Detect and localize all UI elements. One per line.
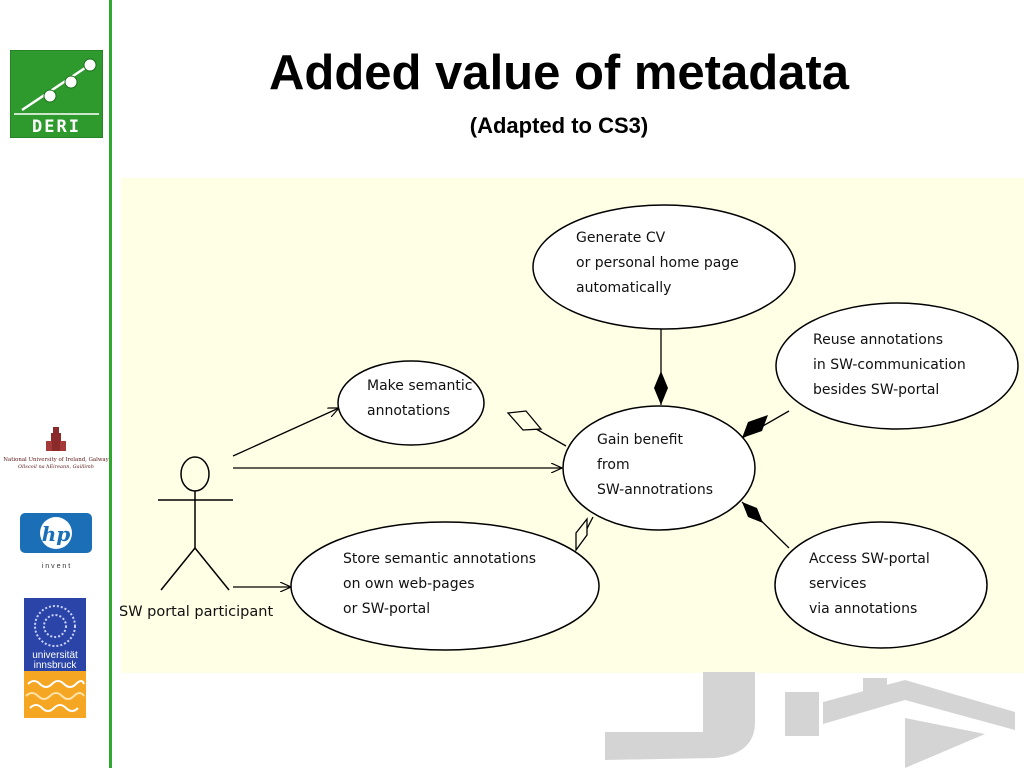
diagram-canvas [158, 204, 1019, 651]
svg-text:innsbruck: innsbruck [34, 660, 78, 671]
use-case-gain-benefit [562, 405, 756, 531]
svg-text:DERI: DERI [32, 117, 81, 137]
innsbruck-logo: universität innsbruck [24, 598, 86, 718]
svg-text:universität: universität [32, 650, 78, 661]
nui-galway-logo: National University of Ireland, Galway O… [3, 427, 110, 470]
label-line: from [597, 457, 630, 473]
slide-subtitle: (Adapted to CS3) [469, 113, 649, 138]
label-line: Store semantic annotations [343, 551, 537, 567]
use-case-label-make-annotations: Make semantic annotations [367, 374, 472, 424]
label-line: besides SW-portal [813, 382, 940, 398]
deri-logo: DERI [10, 50, 103, 138]
label-line: in SW-communication [813, 357, 966, 373]
actor-figure [158, 456, 233, 591]
slide-title: Added value of metadata [269, 46, 849, 100]
use-case-store-annotations [290, 521, 600, 651]
use-case-label-reuse-annotations: Reuse annotations in SW-communication be… [813, 328, 966, 403]
use-case-diagram: Generate CV or personal home page automa… [119, 178, 1024, 673]
link-access-portal [741, 501, 790, 549]
label-line: services [809, 576, 867, 592]
use-case-label-store-annotations: Store semantic annotations on own web-pa… [343, 547, 536, 622]
label-line: Reuse annotations [813, 332, 944, 348]
label-line: Gain benefit [597, 432, 683, 448]
label-line: Generate CV [576, 230, 666, 246]
link-reuse-annotations [741, 410, 790, 439]
use-case-reuse-annotations [775, 302, 1019, 430]
label-line: SW-annotrations [597, 482, 714, 498]
hp-logo: hp i n v e n t [20, 513, 92, 570]
use-case-label-gain-benefit: Gain benefit from SW-annotrations [597, 428, 713, 503]
footer-watermark-graphic [605, 672, 1015, 768]
label-line: annotations [367, 403, 451, 419]
svg-text:Ollscoil na hÉireann, Gaillimh: Ollscoil na hÉireann, Gaillimh [18, 462, 94, 470]
actor-label: SW portal participant [119, 604, 274, 620]
use-case-generate-cv [532, 204, 796, 330]
sidebar-divider [109, 0, 112, 768]
use-case-label-access-portal: Access SW-portal services via annotation… [809, 547, 930, 622]
svg-text:i n v e n t: i n v e n t [42, 563, 70, 570]
svg-text:hp: hp [42, 522, 71, 546]
svg-text:National University of Ireland: National University of Ireland, Galway [3, 457, 109, 463]
use-case-label-generate-cv: Generate CV or personal home page automa… [576, 226, 739, 301]
label-line: or personal home page [576, 255, 739, 271]
link-generate-cv [654, 328, 668, 405]
label-line: Make semantic [367, 378, 473, 394]
link-store-annotations [575, 516, 594, 552]
label-line: or SW-portal [343, 601, 431, 617]
label-line: on own web-pages [343, 576, 475, 592]
assoc-actor-make-annotations [232, 408, 339, 457]
label-line: automatically [576, 280, 672, 296]
link-make-annotations [506, 410, 567, 447]
label-line: Access SW-portal [809, 551, 930, 567]
label-line: via annotations [809, 601, 918, 617]
use-case-access-portal [774, 521, 988, 649]
use-case-make-annotations [337, 360, 485, 446]
